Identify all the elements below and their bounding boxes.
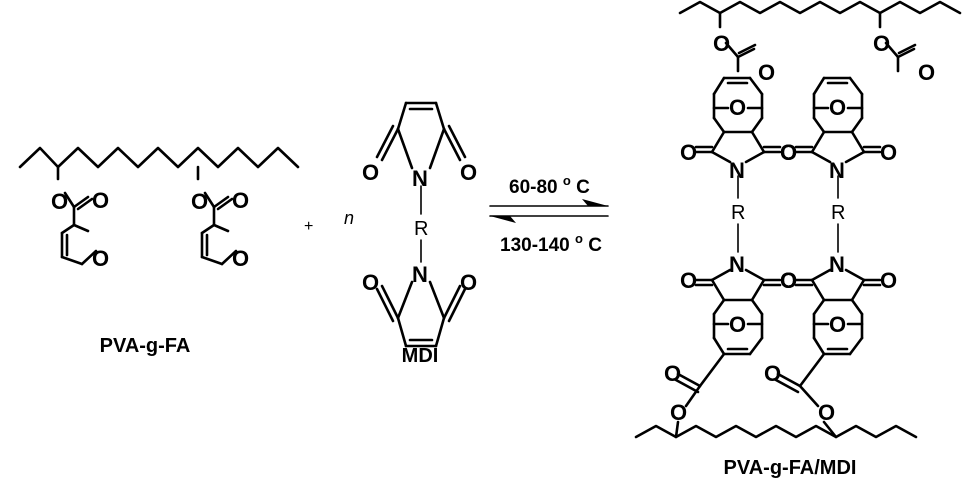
product-top-backbone	[678, 0, 962, 15]
product-r-left: R	[731, 202, 745, 224]
furan-oxygen-2: O	[232, 246, 249, 271]
pva-backbone	[18, 146, 300, 169]
furan-oxygen-1: O	[92, 246, 109, 271]
product-carbonyl-o-tl: O	[758, 60, 775, 85]
mdi-r-group: R	[414, 218, 428, 240]
mdi-structure: O N O R N O O	[362, 101, 477, 348]
product-imide-o-bl2: O	[780, 268, 797, 293]
product-imide-o-br2: O	[880, 268, 897, 293]
mdi-carbonyl-o-3: O	[362, 270, 379, 295]
product-nitrogen-br: N	[829, 252, 845, 277]
stoichiometry-n: n	[344, 208, 354, 228]
equilibrium-arrow	[489, 199, 609, 223]
product-nitrogen-bl: N	[729, 252, 745, 277]
product-label: PVA-g-FA/MDI	[724, 457, 857, 479]
product-bridge-o-bl: O	[729, 312, 746, 337]
product-carbonyl-o-tr: O	[918, 60, 935, 85]
ester-oxygen-2: O	[191, 189, 208, 214]
product-imide-o-tr2: O	[880, 140, 897, 165]
product-nitrogen-tl: N	[729, 158, 745, 183]
ester-oxygen-1: O	[51, 189, 68, 214]
carbonyl-oxygen-2: O	[232, 188, 249, 213]
product-carbonyl-o-br: O	[764, 361, 781, 386]
product-ester-o-tr: O	[873, 31, 890, 56]
product-nitrogen-tr: N	[829, 158, 845, 183]
product-ester-o-tl: O	[713, 31, 730, 56]
mdi-nitrogen-1: N	[412, 166, 428, 191]
plus-sign: +	[304, 218, 313, 235]
product-ester-o-br: O	[818, 400, 835, 425]
product-imide-o-bl1: O	[680, 268, 697, 293]
product-bridge-o-tr: O	[829, 95, 846, 120]
product-imide-o-tl1: O	[680, 140, 697, 165]
product-imide-o-br1: O	[780, 268, 797, 293]
mdi-nitrogen-2: N	[412, 262, 428, 287]
pva-g-fa-structure: O O O O O O	[18, 146, 300, 271]
product-imide-o-tl2: O	[780, 140, 797, 165]
product-bottom-backbone	[634, 424, 918, 439]
mdi-label: MDI	[402, 345, 439, 367]
product-structure: O O O O N O R N O O O O O O O O O N O R …	[634, 0, 962, 439]
mdi-carbonyl-o-1: O	[362, 160, 379, 185]
carbonyl-oxygen-1: O	[92, 188, 109, 213]
product-bridge-o-tl: O	[729, 95, 746, 120]
forward-conditions: 60-80 o C	[509, 169, 590, 198]
product-r-right: R	[831, 202, 845, 224]
product-carbonyl-o-bl: O	[664, 361, 681, 386]
mdi-carbonyl-o-4: O	[460, 270, 477, 295]
mdi-carbonyl-o-2: O	[460, 160, 477, 185]
pva-g-fa-label: PVA-g-FA	[100, 335, 191, 357]
reverse-conditions: 130-140 o C	[500, 227, 602, 256]
product-imide-o-tr1: O	[780, 140, 797, 165]
product-ester-o-bl: O	[670, 400, 687, 425]
product-bridge-o-br: O	[829, 312, 846, 337]
